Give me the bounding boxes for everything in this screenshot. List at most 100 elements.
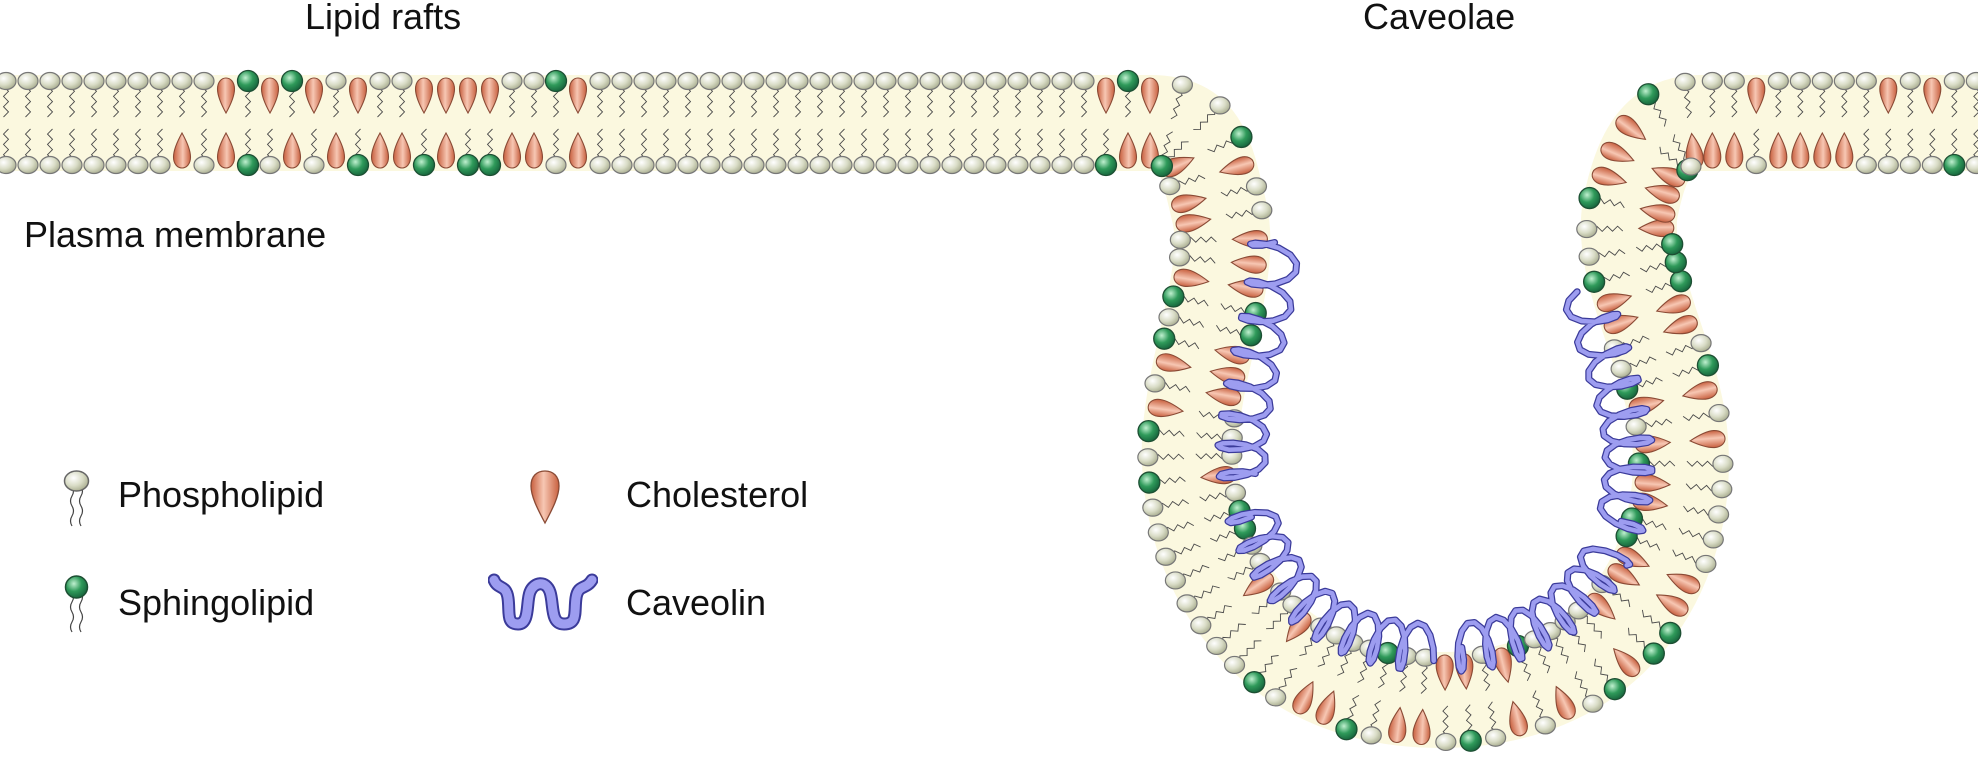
sphingolipid-head [280, 69, 304, 93]
phospholipid-head [83, 155, 105, 175]
phospholipid-head [17, 71, 39, 91]
phospholipid-head [1051, 71, 1073, 91]
cholesterol-molecule [1315, 690, 1336, 725]
phospholipid-head [1360, 726, 1382, 745]
cholesterol-molecule [172, 131, 192, 169]
phospholipid-head [1811, 71, 1833, 91]
phospholipid-head [1485, 728, 1507, 747]
phospholipid-head [1965, 155, 1978, 175]
cholesterol-icon [530, 470, 560, 525]
cholesterol-molecule [1644, 184, 1680, 204]
phospholipid-head [1833, 71, 1855, 91]
sphingolipid-head [478, 153, 502, 177]
sphingolipid-head [1696, 354, 1720, 377]
phospholipid-head [941, 71, 963, 91]
sphingolipid-head [1669, 270, 1693, 293]
phospholipid-head [611, 71, 633, 91]
cholesterol-molecule [1615, 114, 1647, 140]
sphingolipid-legend-label: Sphingolipid [118, 582, 315, 623]
sphingolipid-head [1664, 251, 1687, 274]
phospholipid-head [897, 71, 919, 91]
cholesterol-molecule [1292, 680, 1314, 715]
cholesterol-molecule [1218, 156, 1255, 176]
phospholipid-head [1051, 155, 1073, 175]
phospholipid-head [61, 71, 83, 91]
phospholipid-head [105, 155, 127, 175]
cholesterol-molecule [1140, 77, 1160, 115]
phospholipid-head [589, 71, 611, 91]
phospholipid-head [1855, 71, 1877, 91]
cholesterol-molecule [1509, 700, 1528, 737]
phospholipid-head [875, 155, 897, 175]
phospholipid-head [0, 155, 17, 175]
phospholipid-head [105, 71, 127, 91]
phospholipid-head [919, 155, 941, 175]
cholesterol-molecule [392, 131, 412, 169]
phospholipid-head [1899, 155, 1921, 175]
phospholipid-head [1745, 155, 1767, 175]
phospholipid-head [985, 155, 1007, 175]
cholesterol-molecule [260, 77, 280, 115]
cholesterol-molecule [414, 77, 434, 115]
phospholipid-head [1965, 71, 1978, 91]
phospholipid-head [1707, 505, 1730, 524]
phospholipid-head [765, 71, 787, 91]
cholesterol-molecule [1655, 594, 1689, 617]
cholesterol-molecule [304, 77, 324, 115]
phospholipid-head [391, 71, 413, 91]
sphingolipid-head [1659, 621, 1682, 645]
phospholipid-head [1159, 176, 1181, 196]
phospholipid-head [1007, 155, 1029, 175]
cholesterol-molecule [1412, 708, 1431, 746]
sphingolipid-head [1335, 718, 1358, 741]
phospholipid-head [1702, 530, 1724, 549]
cholesterol-molecule [1923, 77, 1942, 115]
caveolin-proteins [1214, 239, 1656, 675]
phospholipid-head [1137, 448, 1159, 467]
phospholipid-head [369, 71, 391, 91]
phospholipid-head [853, 71, 875, 91]
phospholipid-head [633, 71, 655, 91]
cholesterol-molecule [1118, 131, 1138, 169]
cholesterol-molecule [1879, 77, 1898, 115]
phospholipid-head [1690, 334, 1712, 353]
phospholipid-head [787, 71, 809, 91]
cholesterol-molecule [480, 77, 500, 115]
phospholipid-head [1073, 71, 1095, 91]
cholesterol-molecule [1681, 381, 1718, 400]
sphingolipid-head [236, 153, 260, 177]
phospholipid-head [523, 71, 545, 91]
phospholipid-head [1144, 374, 1166, 393]
caveolin-legend-label: Caveolin [626, 582, 767, 623]
phospholipid-head [83, 71, 105, 91]
cholesterol-molecule [216, 77, 236, 115]
sphingolipid-head [1637, 83, 1660, 106]
phospholipid-head [1576, 219, 1598, 239]
cholesterol-molecule [282, 131, 302, 169]
cholesterol-molecule [1655, 294, 1691, 314]
phospholipid-head [721, 71, 743, 91]
cholesterol-molecule [1725, 131, 1744, 169]
cholesterol-molecule [436, 131, 456, 169]
phospholipid-head [1155, 547, 1177, 566]
phospholipid-head [963, 155, 985, 175]
sphingolipid-head [1243, 671, 1266, 694]
sphingolipid-head [456, 153, 480, 177]
phospholipid-head [501, 71, 523, 91]
phospholipid-head [1158, 308, 1180, 327]
phospholipid-head [677, 71, 699, 91]
phospholipid-head [1073, 155, 1095, 175]
cholesterol-molecule [1747, 77, 1766, 115]
phospholipid-head [831, 155, 853, 175]
phospholipid-head [743, 71, 765, 91]
phospholipid-head [1708, 403, 1730, 423]
phospholipid-head [831, 71, 853, 91]
cholesterol-molecule [1769, 131, 1788, 169]
cholesterol-molecule [1791, 131, 1810, 169]
phospholipid-head [1245, 177, 1268, 196]
phospholipid-head [1171, 75, 1194, 94]
phospholipid-head [193, 71, 215, 91]
cholesterol-molecule [1600, 141, 1635, 162]
phospholipid-head [1582, 694, 1604, 713]
phospholipid-head [1190, 616, 1212, 635]
